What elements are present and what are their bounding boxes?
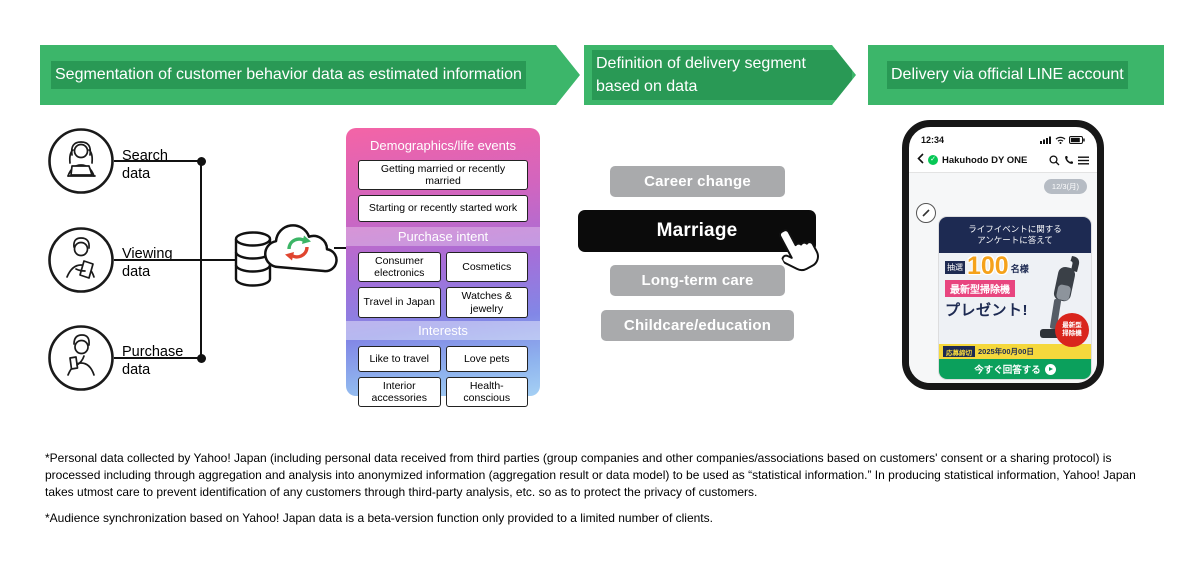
search-data-label: Search data [122, 148, 168, 183]
menu-icon[interactable] [1078, 156, 1089, 165]
connector-line [114, 357, 202, 359]
connector-line [114, 259, 240, 261]
connector-line [200, 160, 202, 359]
phone-status-bar: 12:34 [909, 127, 1097, 148]
attribute-chip: Health-conscious [445, 377, 528, 408]
demographics-title: Demographics/life events [370, 138, 516, 153]
battery-icon [1069, 135, 1085, 144]
viewing-data-label: Viewing data [122, 246, 173, 281]
footnote-privacy: *Personal data collected by Yahoo! Japan… [45, 451, 1136, 500]
ad-deadline-bar: 応募締切 2025年00月00日 [939, 344, 1091, 359]
footnotes: *Personal data collected by Yahoo! Japan… [45, 450, 1165, 527]
segment-button-marriage-selected[interactable]: Marriage [578, 210, 816, 252]
call-icon[interactable] [1064, 155, 1074, 165]
purchase-person-icon [48, 325, 114, 391]
step-banner-definition: Definition of delivery segment based on … [584, 45, 856, 105]
ad-cta-button[interactable]: 今すぐ回答する [939, 359, 1091, 379]
ad-prize-name: 最新型掃除機 [945, 280, 1015, 298]
account-avatar [916, 203, 936, 223]
ad-red-badge: 最新型 掃除機 [1055, 313, 1089, 347]
chat-header: ✓ Hakuhodo DY ONE [909, 148, 1097, 173]
ad-headline: ライフイベントに関する アンケートに答えて [939, 217, 1091, 253]
attribute-chip: Like to travel [358, 346, 441, 373]
attribute-chip: Getting married or recently married [358, 159, 528, 190]
attribute-chip: Love pets [445, 346, 528, 373]
ad-present-text: プレゼント! [945, 302, 1028, 320]
purchase-intent-title: Purchase intent [346, 226, 540, 247]
vacuum-cleaner-image [1038, 253, 1090, 348]
connector-line [334, 247, 347, 249]
step-banner-label: Segmentation of customer behavior data a… [51, 61, 526, 88]
viewing-person-icon [48, 227, 114, 293]
estimated-attributes-card: Demographics/life events Getting married… [346, 128, 540, 408]
ad-deadline-value: 2025年00月00日 [978, 347, 1034, 356]
chat-area: 12/3(月) ライフイベントに関する アンケートに答えて 抽選 100 名様 … [909, 173, 1097, 383]
cloud-sync-icon [256, 216, 340, 281]
status-time: 12:34 [921, 134, 945, 145]
ad-deadline-label: 応募締切 [943, 346, 975, 357]
chat-date-chip: 12/3(月) [1043, 179, 1087, 194]
signal-icon [1040, 136, 1051, 144]
ad-body: 抽選 100 名様 最新型掃除機 プレゼント! [939, 253, 1091, 359]
attribute-chip: Consumer electronics [358, 252, 441, 283]
connector-line [114, 160, 202, 162]
step-banner-segmentation: Segmentation of customer behavior data a… [40, 45, 580, 105]
step-banner-label: Delivery via official LINE account [887, 61, 1128, 89]
wifi-icon [1055, 136, 1066, 144]
hand-cursor-icon [770, 218, 830, 283]
cta-arrow-icon [1044, 363, 1056, 375]
attribute-chip: Cosmetics [445, 252, 528, 283]
footnote-beta: *Audience synchronization based on Yahoo… [45, 511, 713, 526]
purchase-data-label: Purchase data [122, 344, 184, 379]
ad-winners-suffix: 名様 [1010, 264, 1029, 275]
attribute-chip: Interior accessories [358, 377, 441, 408]
attribute-chip: Watches & jewelry [445, 287, 528, 318]
segment-button-long-term-care[interactable]: Long-term care [610, 265, 785, 296]
attribute-chip: Travel in Japan [358, 287, 441, 318]
line-ad-message[interactable]: ライフイベントに関する アンケートに答えて 抽選 100 名様 最新型掃除機 プ… [939, 217, 1091, 379]
segment-button-career-change[interactable]: Career change [610, 166, 785, 197]
segment-button-childcare-education[interactable]: Childcare/education [601, 310, 794, 341]
verified-badge-icon: ✓ [928, 155, 938, 165]
connector-node [197, 354, 206, 363]
phone-mockup: 12:34 ✓ Hakuhodo DY ONE [902, 120, 1104, 390]
connector-node [197, 157, 206, 166]
search-icon[interactable] [1049, 154, 1060, 166]
ad-lottery-label: 抽選 [945, 261, 965, 275]
step-banner-delivery: Delivery via official LINE account [868, 45, 1164, 105]
step-banner-label: Definition of delivery segment based on … [592, 50, 852, 100]
interests-title: Interests [346, 320, 540, 341]
search-person-icon [48, 128, 114, 194]
attribute-chip: Starting or recently started work [358, 194, 528, 222]
ad-winners-number: 100 [967, 252, 1009, 280]
line-account-name: Hakuhodo DY ONE [942, 154, 1028, 166]
back-icon[interactable] [917, 151, 924, 169]
